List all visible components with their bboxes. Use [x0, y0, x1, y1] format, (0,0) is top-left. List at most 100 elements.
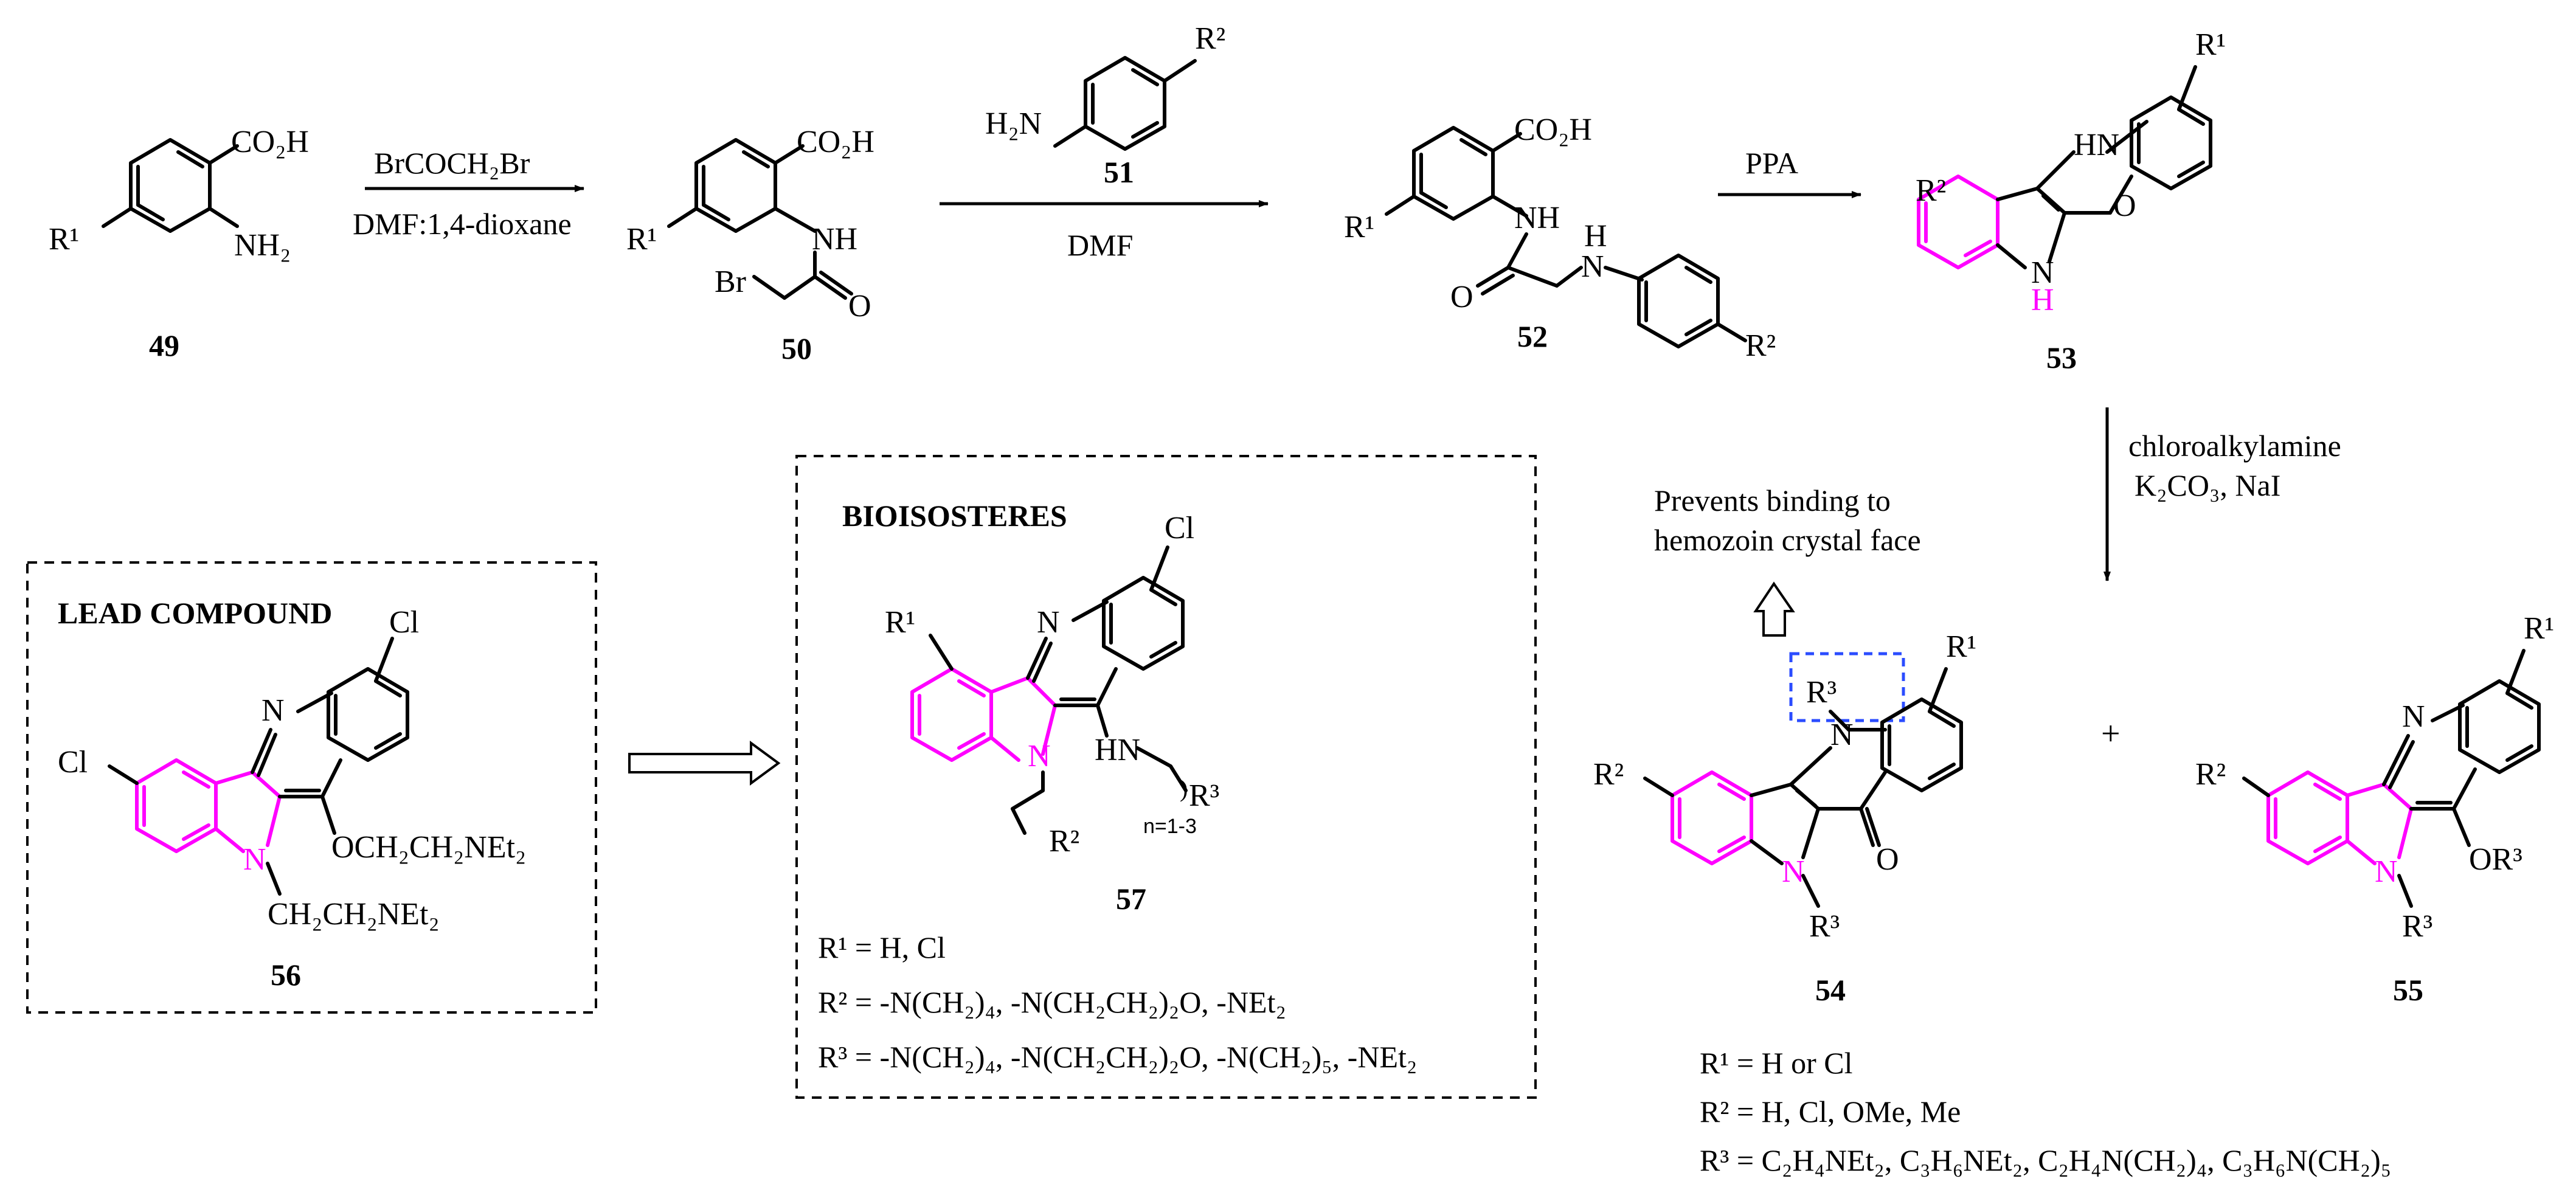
bond-line — [208, 207, 239, 228]
n-label: N — [1830, 718, 1854, 752]
bond-line — [1072, 600, 1109, 622]
bond-line — [102, 207, 133, 228]
bond-line — [2382, 734, 2410, 786]
r1-label: R¹ — [1946, 629, 1976, 664]
bond-line — [251, 728, 272, 774]
n-label: N — [1037, 605, 1060, 640]
br-label: Br — [715, 265, 746, 299]
bond-line — [1801, 807, 1820, 859]
bond-line — [1481, 274, 1515, 296]
bond-line — [1750, 839, 1784, 865]
bond-line — [1684, 319, 1712, 336]
r2-label: R² — [1593, 757, 1624, 792]
reagent-step4-line2: K₂CO₃, NaI — [2135, 468, 2280, 502]
bond-line — [774, 207, 817, 233]
r1-label: R¹ — [885, 605, 915, 640]
def57-r2: R² = -N(CH₂)₄, -N(CH₂CH₂)₂O, -NEt₂ — [818, 985, 1286, 1019]
bond-line — [2177, 108, 2205, 126]
label-49: 49 — [149, 328, 179, 362]
n-label: N — [243, 842, 266, 877]
co2h-label: CO₂H — [231, 125, 309, 159]
bond-line — [182, 823, 210, 841]
bond-line — [1789, 746, 1832, 786]
bond-line — [2041, 194, 2060, 212]
lead-compound-title: LEAD COMPOUND — [58, 596, 332, 630]
n-label: N — [1581, 249, 1604, 284]
bond-line — [1928, 710, 1956, 728]
bond-line — [2505, 744, 2533, 762]
compound-50: CO₂H NH O Br R¹ 50 — [626, 125, 874, 365]
def57-r1: R¹ = H, Cl — [818, 930, 946, 964]
bond-line — [1801, 874, 1820, 908]
bond-line — [1880, 697, 1963, 792]
bond-line — [667, 207, 698, 228]
o-label: O — [2113, 189, 2136, 223]
compound-51: R² H₂N 51 — [985, 21, 1225, 189]
bond-line — [2313, 783, 2342, 801]
bond-line — [1102, 576, 1185, 671]
r2-label: R² — [2195, 757, 2226, 792]
reagent-step4-line1: chloroalkylamine — [2128, 429, 2341, 463]
bond-line — [136, 203, 165, 221]
bond-line — [1459, 138, 1487, 156]
co2h-label: CO₂H — [1514, 112, 1592, 147]
bond-line — [1717, 836, 1746, 853]
bond-line — [929, 634, 954, 671]
or3-label: OR³ — [2469, 842, 2522, 877]
bond-line — [135, 758, 218, 853]
def54-r3: R³ = C₂H₄NEt₂, C₃H₆NEt₂, C₂H₄N(CH₂)₄, C₃… — [1700, 1143, 2391, 1177]
bond-line — [1795, 789, 1817, 808]
def54-r2: R² = H, Cl, OMe, Me — [1700, 1095, 1961, 1129]
bond-line — [2505, 649, 2526, 695]
label-55: 55 — [2393, 973, 2423, 1007]
r3-label: R³ — [1806, 675, 1837, 710]
bond-line — [752, 275, 786, 300]
bond-line — [374, 679, 402, 697]
o-label: O — [848, 289, 871, 323]
annotation-line2: hemozoin crystal face — [1654, 523, 1921, 557]
annotation-line1: Prevents binding to — [1654, 483, 1891, 517]
bond-line — [2130, 95, 2212, 190]
bond-line — [1169, 764, 1188, 792]
bond-line — [214, 827, 245, 853]
bond-line — [2388, 740, 2415, 789]
bond-line — [1096, 704, 1109, 738]
bond-line — [1419, 191, 1448, 209]
bond-line — [182, 770, 210, 789]
bond-line — [266, 862, 282, 896]
bond-line — [989, 736, 1020, 762]
bond-line — [1149, 588, 1177, 606]
label-54: 54 — [1815, 973, 1846, 1007]
compound-49: CO₂H NH₂ R¹ 49 — [49, 125, 309, 362]
nh-label: NH — [812, 222, 857, 257]
bond-line — [1928, 763, 1956, 780]
bond-line — [1643, 777, 1674, 797]
bond-line — [1859, 807, 1875, 847]
bond-line — [2382, 783, 2413, 811]
co2h-label: CO₂H — [797, 125, 874, 159]
bond-line — [1555, 266, 1583, 288]
cl-label: Cl — [1165, 511, 1194, 545]
r1-label: R¹ — [2524, 611, 2554, 646]
bond-line — [1928, 667, 1948, 713]
bond-line — [2458, 679, 2541, 774]
bond-line — [742, 150, 770, 168]
bond-line — [1053, 125, 1087, 148]
bond-line — [957, 679, 986, 697]
reagent-step2-bottom: DMF — [1067, 228, 1133, 262]
n-label: N — [2031, 255, 2054, 290]
bond-line — [2177, 161, 2205, 178]
bond-line — [2346, 783, 2386, 797]
bond-line — [2452, 807, 2471, 847]
bond-line — [910, 667, 993, 762]
bond-line — [2397, 807, 2413, 859]
r3-label: R³ — [2402, 909, 2432, 944]
bond-line — [1829, 710, 1851, 732]
bond-line — [774, 144, 805, 165]
compound-54: R³ N R¹ O N R³ R² 54 — [1593, 629, 1976, 1007]
bond-line — [2313, 836, 2342, 853]
bond-line — [1135, 746, 1172, 768]
bond-line — [1491, 195, 1528, 218]
bond-line — [1671, 770, 1753, 865]
n-label: N — [261, 693, 285, 728]
